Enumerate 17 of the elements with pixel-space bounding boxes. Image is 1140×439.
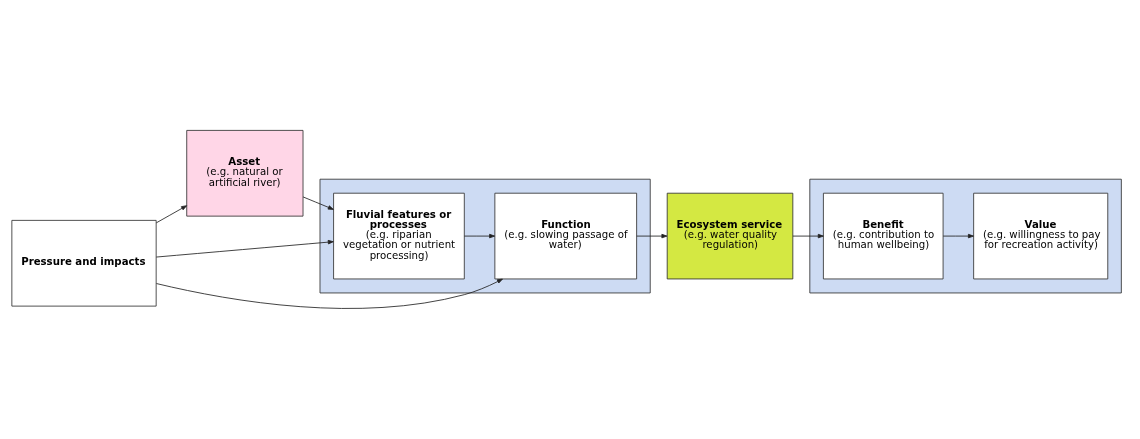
arrow	[155, 239, 334, 258]
cluster	[809, 178, 1122, 294]
node-box: Asset (e.g. natural or artificial river)	[186, 129, 304, 217]
node-box: Function (e.g. slowing passage of water)	[494, 192, 638, 280]
arrow	[155, 205, 188, 224]
node-box: Ecosystem service (e.g. water quality regulation)	[666, 192, 794, 280]
arrow	[942, 233, 974, 239]
node-box: Value (e.g. willingness to pay for recreation activity)	[973, 192, 1109, 280]
node-box: Pressure and impacts	[11, 219, 157, 307]
node-box: Benefit (e.g. contribution to human wellbeing)	[822, 192, 944, 280]
arrow	[636, 233, 668, 239]
arrow	[792, 233, 824, 239]
cluster	[319, 178, 651, 294]
arrow	[463, 233, 496, 239]
arrow	[156, 278, 503, 309]
node-box: Fluvial features or processes (e.g. riparian vegetation or nutrient processing)	[333, 192, 465, 280]
arrow	[302, 196, 334, 210]
